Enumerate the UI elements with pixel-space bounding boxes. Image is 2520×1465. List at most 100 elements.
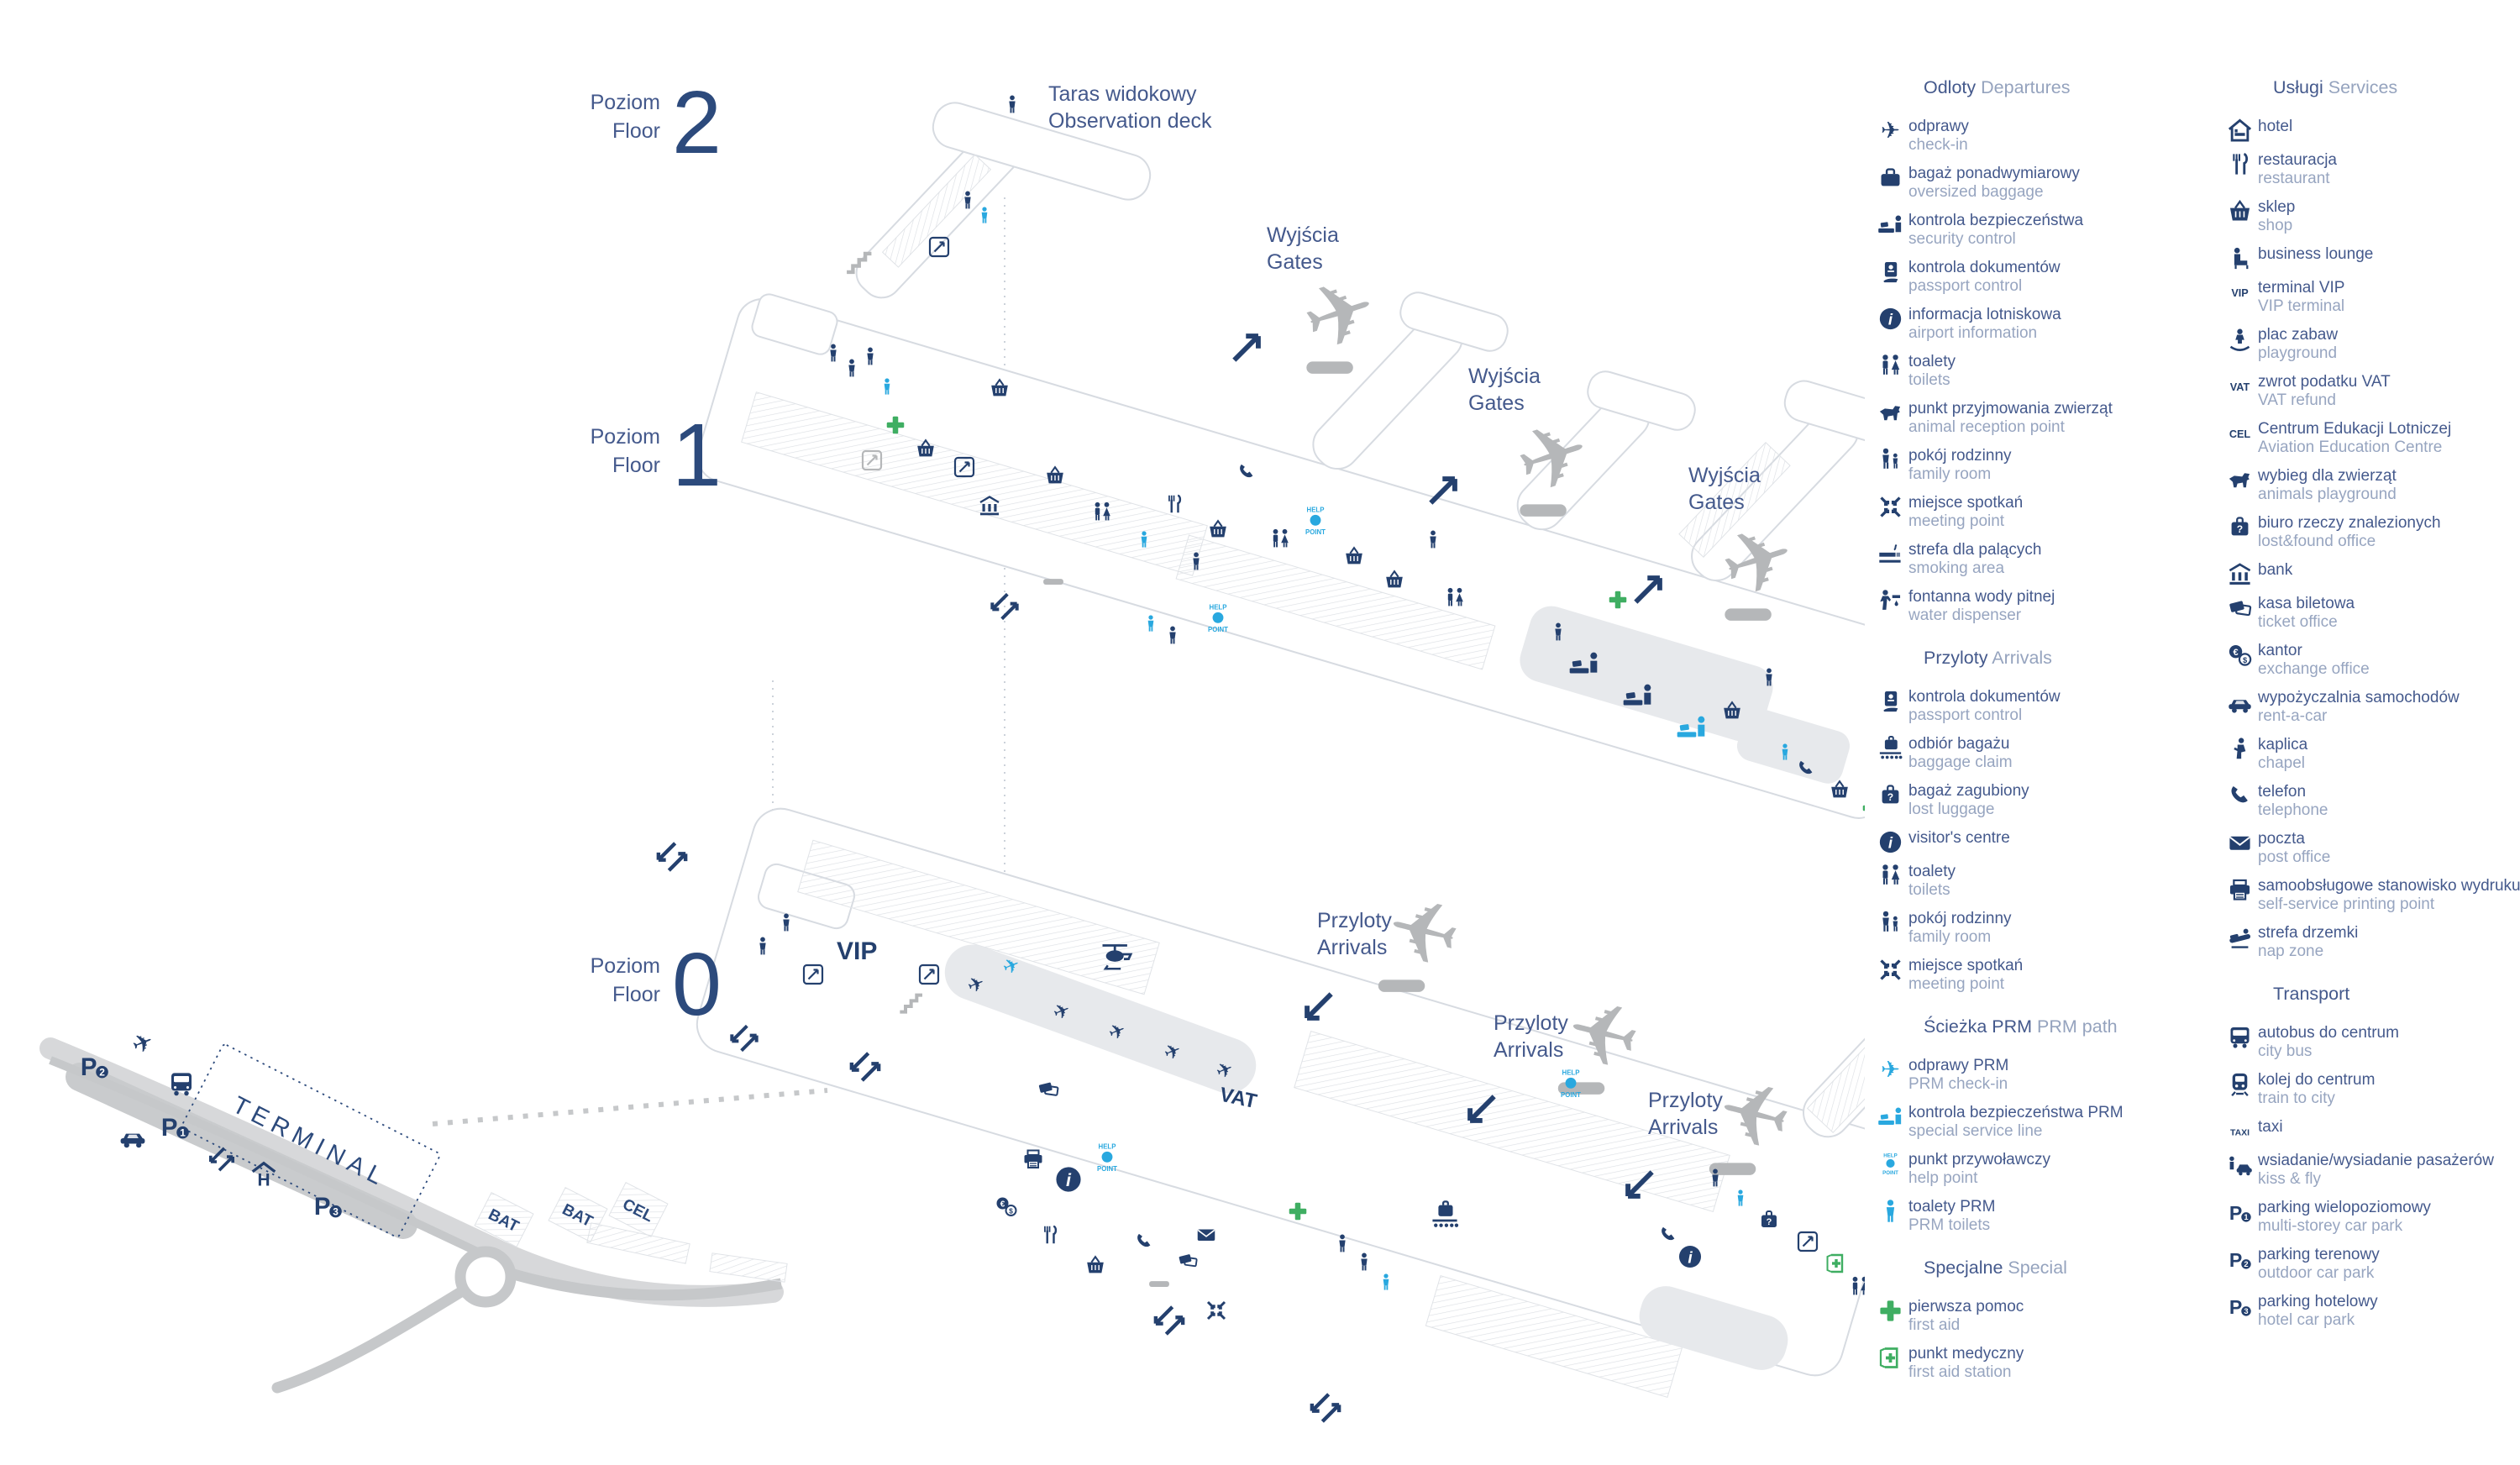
arrivals-label-3: Przyloty Arrivals <box>1648 1089 1723 1139</box>
person-marker <box>867 347 874 365</box>
floor-1-plate <box>696 291 1865 819</box>
floor-0-plate <box>696 807 1865 1398</box>
train-icon <box>2221 1070 2258 1108</box>
svg-text:Observation deck: Observation deck <box>1048 109 1212 133</box>
svg-text:2: 2 <box>2244 1260 2248 1268</box>
svg-text:POINT: POINT <box>1208 626 1228 633</box>
firstaid-marker <box>1289 1202 1307 1221</box>
svg-text:3: 3 <box>2244 1307 2248 1315</box>
svg-text:P: P <box>2229 1202 2241 1224</box>
shop-marker <box>917 438 934 457</box>
site-building-bat-1: BAT <box>474 1192 534 1247</box>
double-arrow-marker <box>1153 1305 1185 1336</box>
playground-icon <box>2221 325 2258 363</box>
svg-text:P: P <box>2229 1249 2241 1271</box>
exchange-marker: €$ <box>996 1197 1017 1216</box>
info-marker: i <box>1678 1245 1702 1268</box>
person-marker <box>1141 531 1147 548</box>
legend-item: bank <box>2221 560 2520 588</box>
legend-item: hotel <box>2221 117 2520 144</box>
plane-arr-marker: ✈ <box>1377 877 1470 992</box>
firstaid-station-marker <box>1826 1253 1844 1273</box>
gates-label-2: Wyjścia Gates <box>1468 365 1541 415</box>
double-arrow-marker <box>849 1052 881 1082</box>
svg-text:VIP: VIP <box>2231 287 2248 299</box>
person-marker <box>1555 622 1562 641</box>
shop-marker <box>1087 1255 1104 1273</box>
map-labels: Poziom Floor 2 Poziom Floor 1 Poziom Flo… <box>591 73 1761 1139</box>
person-marker <box>1430 530 1436 549</box>
tickets-marker <box>1038 1082 1059 1096</box>
phone-icon <box>2221 782 2258 820</box>
floor-0-en: Floor <box>612 983 660 1006</box>
svg-text:HELP: HELP <box>1883 1153 1897 1158</box>
hotel-icon <box>2221 117 2258 144</box>
phone-marker <box>1799 760 1813 775</box>
gates-label-3: Wyjścia Gates <box>1688 464 1761 514</box>
double-arrow-marker <box>209 1147 235 1172</box>
person-marker <box>783 913 790 932</box>
observation-deck-label: Taras widokowy Observation deck <box>1048 82 1212 133</box>
firstaid-marker <box>1862 805 1865 811</box>
svg-text:Gates: Gates <box>1267 250 1323 274</box>
double-arrow-marker <box>656 842 688 872</box>
gray-bench-marker <box>1149 1281 1169 1287</box>
floor-2-label: Poziom Floor 2 <box>591 73 722 172</box>
firstaid-icon <box>1872 1297 1908 1335</box>
floor-2-plate <box>855 102 1152 299</box>
toilets-marker <box>1273 528 1289 548</box>
gates-label-1: Wyjścia Gates <box>1267 223 1339 274</box>
terminal-map: BAT BAT CEL TERMINAL <box>39 73 1865 1423</box>
person-marker <box>1339 1234 1346 1252</box>
person-marker <box>1766 668 1772 686</box>
floor-2-number: 2 <box>672 73 722 172</box>
shop-marker <box>1210 519 1226 538</box>
taxi-text-icon: TAXI <box>2221 1117 2258 1145</box>
plane-mini-marker: ✈ <box>129 1027 158 1060</box>
person-marker <box>759 937 766 955</box>
arrow-ne-marker <box>1634 575 1662 604</box>
svg-text:HELP: HELP <box>1307 507 1325 514</box>
escalator-box-marker <box>918 964 940 985</box>
arrivals-label-2: Przyloty Arrivals <box>1494 1011 1568 1062</box>
shop-marker <box>1724 701 1740 719</box>
svg-text:i: i <box>1688 1249 1693 1267</box>
person-marker <box>981 207 988 223</box>
vat-text-icon: VAT <box>2221 372 2258 410</box>
svg-text:TAXI: TAXI <box>2230 1128 2250 1137</box>
security-marker <box>1623 684 1651 706</box>
security-icon <box>1872 211 1908 249</box>
